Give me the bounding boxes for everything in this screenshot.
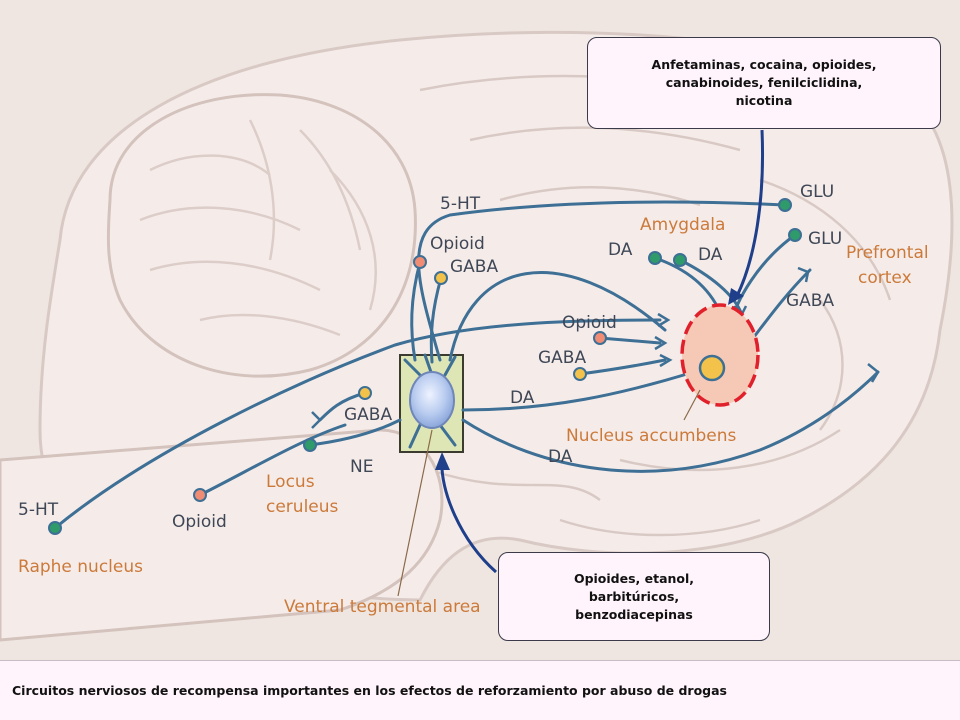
path-gaba-mid (578, 358, 667, 376)
label-amygdala: Amygdala (640, 215, 725, 235)
leader-lines (397, 389, 701, 597)
label-vta: Ventral tegmental area (284, 597, 481, 617)
node-opioid-mid (593, 331, 607, 345)
path-gaba-top (429, 276, 443, 364)
path-opioid-bottom (198, 423, 347, 497)
arrowhead-top (728, 288, 744, 305)
node-glu-1 (778, 198, 792, 212)
label-gaba-mid: GABA (538, 348, 586, 368)
callout-top: Anfetaminas, cocaina, opioides, canabino… (587, 37, 941, 129)
label-prefrontal: Prefrontal (846, 243, 929, 263)
arrow-top (734, 129, 765, 299)
path-5ht-top (417, 200, 787, 362)
label-raphe: Raphe nucleus (18, 557, 143, 577)
label-cortex: cortex (858, 268, 912, 288)
path-5ht-raphe (53, 318, 662, 530)
label-locus: Locus (266, 472, 315, 492)
path-da-vta (461, 368, 702, 412)
node-da-amygdala-right (673, 253, 687, 267)
nodes (48, 198, 802, 535)
node-glu-2 (788, 228, 802, 242)
node-opioid-top (413, 255, 427, 269)
cerebellum-folia (139, 119, 377, 337)
path-da-amygdala-right (678, 258, 744, 317)
label-5ht-bottom: 5-HT (18, 500, 59, 520)
node-5ht-raphe (48, 521, 62, 535)
caption-bar: Circuitos nerviosos de recompensa import… (0, 660, 960, 720)
label-opioid-bottom: Opioid (172, 512, 227, 532)
label-5ht-top: 5-HT (440, 194, 481, 214)
drug-arrows (440, 129, 765, 574)
callout-top-text: Anfetaminas, cocaina, opioides, canabino… (651, 57, 877, 108)
path-opioid-mid (598, 336, 662, 345)
label-gaba-lc: GABA (344, 405, 392, 425)
path-vta-upper (448, 271, 667, 362)
path-opioid-top (410, 260, 422, 362)
label-da-left: DA (608, 240, 633, 260)
label-da-right: DA (698, 245, 723, 265)
node-da-amygdala-left (648, 251, 662, 265)
label-da-vta: DA (510, 388, 535, 408)
label-ne: NE (350, 457, 373, 477)
caption-text: Circuitos nerviosos de recompensa import… (12, 683, 727, 698)
cerebellum (106, 93, 417, 378)
node-ne (303, 438, 317, 452)
label-da-lower: DA (548, 447, 573, 467)
arrowhead-bottom (435, 452, 450, 470)
label-glu-2: GLU (808, 229, 842, 249)
label-gaba-pfc: GABA (786, 291, 834, 311)
label-opioid-mid: Opioid (562, 313, 617, 333)
callout-bottom-text: Opioides, etanol, barbitúricos, benzodia… (573, 570, 695, 622)
label-gaba-top: GABA (450, 257, 498, 277)
node-gaba-mid (573, 367, 587, 381)
nucleus-accumbens (680, 303, 760, 407)
arrow-bottom (440, 459, 497, 574)
vta-neuron (409, 371, 455, 429)
node-gaba-top (434, 271, 448, 285)
label-ceruleus: ceruleus (266, 497, 339, 517)
label-glu-1: GLU (800, 182, 834, 202)
node-opioid-bottom (193, 488, 207, 502)
label-opioid-top: Opioid (430, 234, 485, 254)
node-gaba-lc (358, 386, 372, 400)
path-da-lower (461, 370, 880, 473)
label-nucleus-accumbens: Nucleus accumbens (566, 426, 737, 446)
pathways (53, 200, 880, 530)
callout-bottom: Opioides, etanol, barbitúricos, benzodia… (498, 552, 770, 641)
path-ne (308, 418, 402, 447)
